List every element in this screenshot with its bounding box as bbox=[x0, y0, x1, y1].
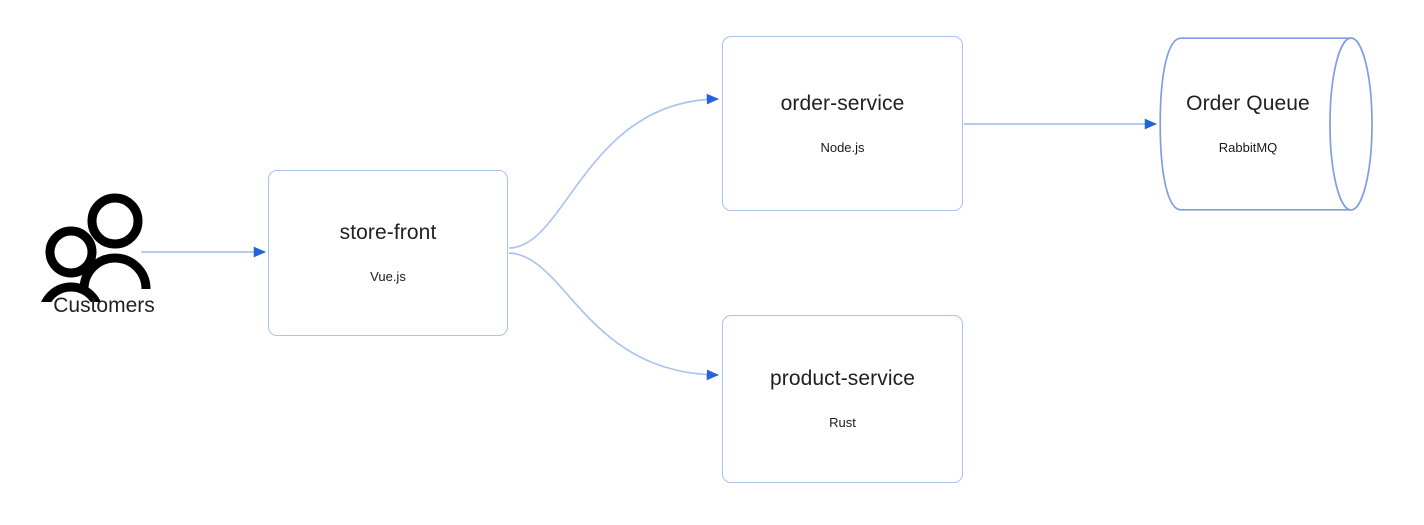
node-order-queue-title: Order Queue bbox=[1186, 92, 1310, 116]
node-product-service[interactable]: product-service Rust bbox=[722, 315, 963, 483]
node-order-service-subtitle: Node.js bbox=[820, 139, 865, 155]
node-order-queue-label-wrap: Order Queue RabbitMQ bbox=[1159, 37, 1337, 211]
edge-store-front-to-product-service bbox=[508, 252, 719, 381]
node-order-service-title: order-service bbox=[780, 91, 905, 115]
node-store-front-title: store-front bbox=[339, 221, 437, 245]
node-store-front-subtitle: Vue.js bbox=[370, 269, 406, 285]
actor-customers[interactable]: Customers bbox=[38, 190, 170, 335]
node-order-queue[interactable]: Order Queue RabbitMQ bbox=[1159, 37, 1373, 211]
node-order-queue-subtitle: RabbitMQ bbox=[1218, 140, 1278, 156]
cylinder-shape bbox=[1159, 37, 1373, 211]
node-store-front[interactable]: store-front Vue.js bbox=[268, 170, 508, 336]
two-people-icon bbox=[41, 193, 151, 302]
node-product-service-title: product-service bbox=[769, 367, 916, 391]
node-product-service-subtitle: Rust bbox=[829, 415, 856, 431]
node-order-service[interactable]: order-service Node.js bbox=[722, 36, 963, 211]
actor-customers-label: Customers bbox=[53, 294, 155, 317]
edge-store-front-to-order-service bbox=[508, 93, 719, 249]
